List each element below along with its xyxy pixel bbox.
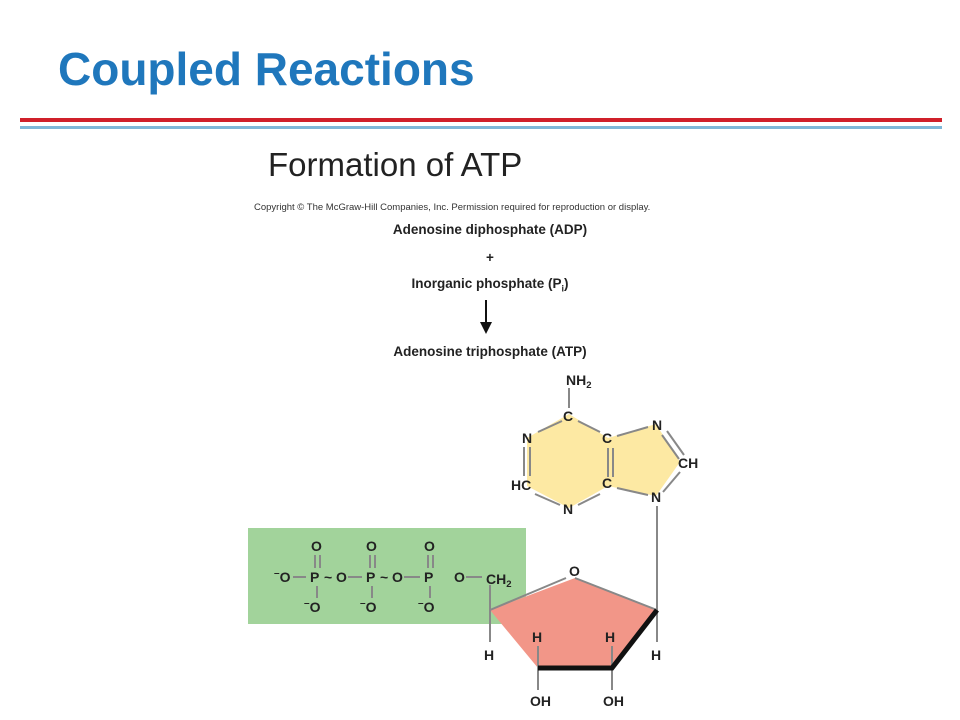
slide-subtitle: Formation of ATP: [268, 146, 523, 183]
adenine-c-right-bottom: C: [602, 475, 612, 491]
adenine-ch: CH: [678, 455, 698, 471]
ribose-h-outer-right: H: [651, 647, 661, 663]
ribose-oh-left: OH: [530, 693, 551, 709]
phosphate-o-minus-left: –O: [274, 568, 291, 585]
copyright-notice: Copyright © The McGraw-Hill Companies, I…: [254, 202, 651, 213]
adenine-n-bottom: N: [563, 501, 573, 517]
reactant-adp: Adenosine diphosphate (ADP): [392, 222, 588, 237]
adenine-c-right-top: C: [602, 430, 612, 446]
adenine-c-top: C: [563, 408, 573, 424]
amine-group: NH2: [566, 372, 592, 391]
phosphorus-2: P: [366, 569, 375, 585]
ribose-h-inner-left: H: [532, 629, 542, 645]
adenine-five-ring: [608, 424, 680, 496]
ribose-h-outer-left: H: [484, 647, 494, 663]
product-atp: Adenosine triphosphate (ATP): [393, 344, 587, 359]
slide-title: Coupled Reactions: [58, 43, 475, 95]
adenine-n-left: N: [522, 430, 532, 446]
reaction-arrow: [480, 300, 492, 334]
ribose-oh-right: OH: [603, 693, 624, 709]
phosphorus-3: P: [424, 569, 433, 585]
anhydride-bond-1: ~: [324, 569, 332, 585]
phosphate-o-top-1: O: [311, 538, 322, 554]
phosphate-o-top-2: O: [366, 538, 377, 554]
plus-sign: +: [486, 250, 494, 265]
phosphate-o-bridge-1: O: [336, 569, 347, 585]
phosphorus-1: P: [310, 569, 319, 585]
adenine-six-ring: [527, 414, 608, 508]
ribose-o-ring: O: [569, 563, 580, 579]
phosphate-o-top-3: O: [424, 538, 435, 554]
title-divider-blue: [20, 126, 942, 129]
title-divider-red: [20, 118, 942, 122]
ribose-h-inner-right: H: [605, 629, 615, 645]
phosphate-o-bottom-1: –O: [304, 598, 321, 615]
adenine-n-right-bottom: N: [651, 489, 661, 505]
phosphate-o-bottom-2: –O: [360, 598, 377, 615]
phosphate-o-bottom-3: –O: [418, 598, 435, 615]
adenine-hc: HC: [511, 477, 531, 493]
bonds: [293, 388, 685, 690]
adenine-n-right-top: N: [652, 417, 662, 433]
anhydride-bond-2: ~: [380, 569, 388, 585]
ribose-bold-edge: [538, 608, 659, 671]
phosphate-o-bridge-2: O: [392, 569, 403, 585]
ribose-ring: [490, 578, 657, 668]
ch2-group: CH2: [486, 571, 512, 590]
reactant-inorganic-phosphate: Inorganic phosphate (Pi): [411, 276, 569, 294]
phosphate-o-bridge-3: O: [454, 569, 465, 585]
